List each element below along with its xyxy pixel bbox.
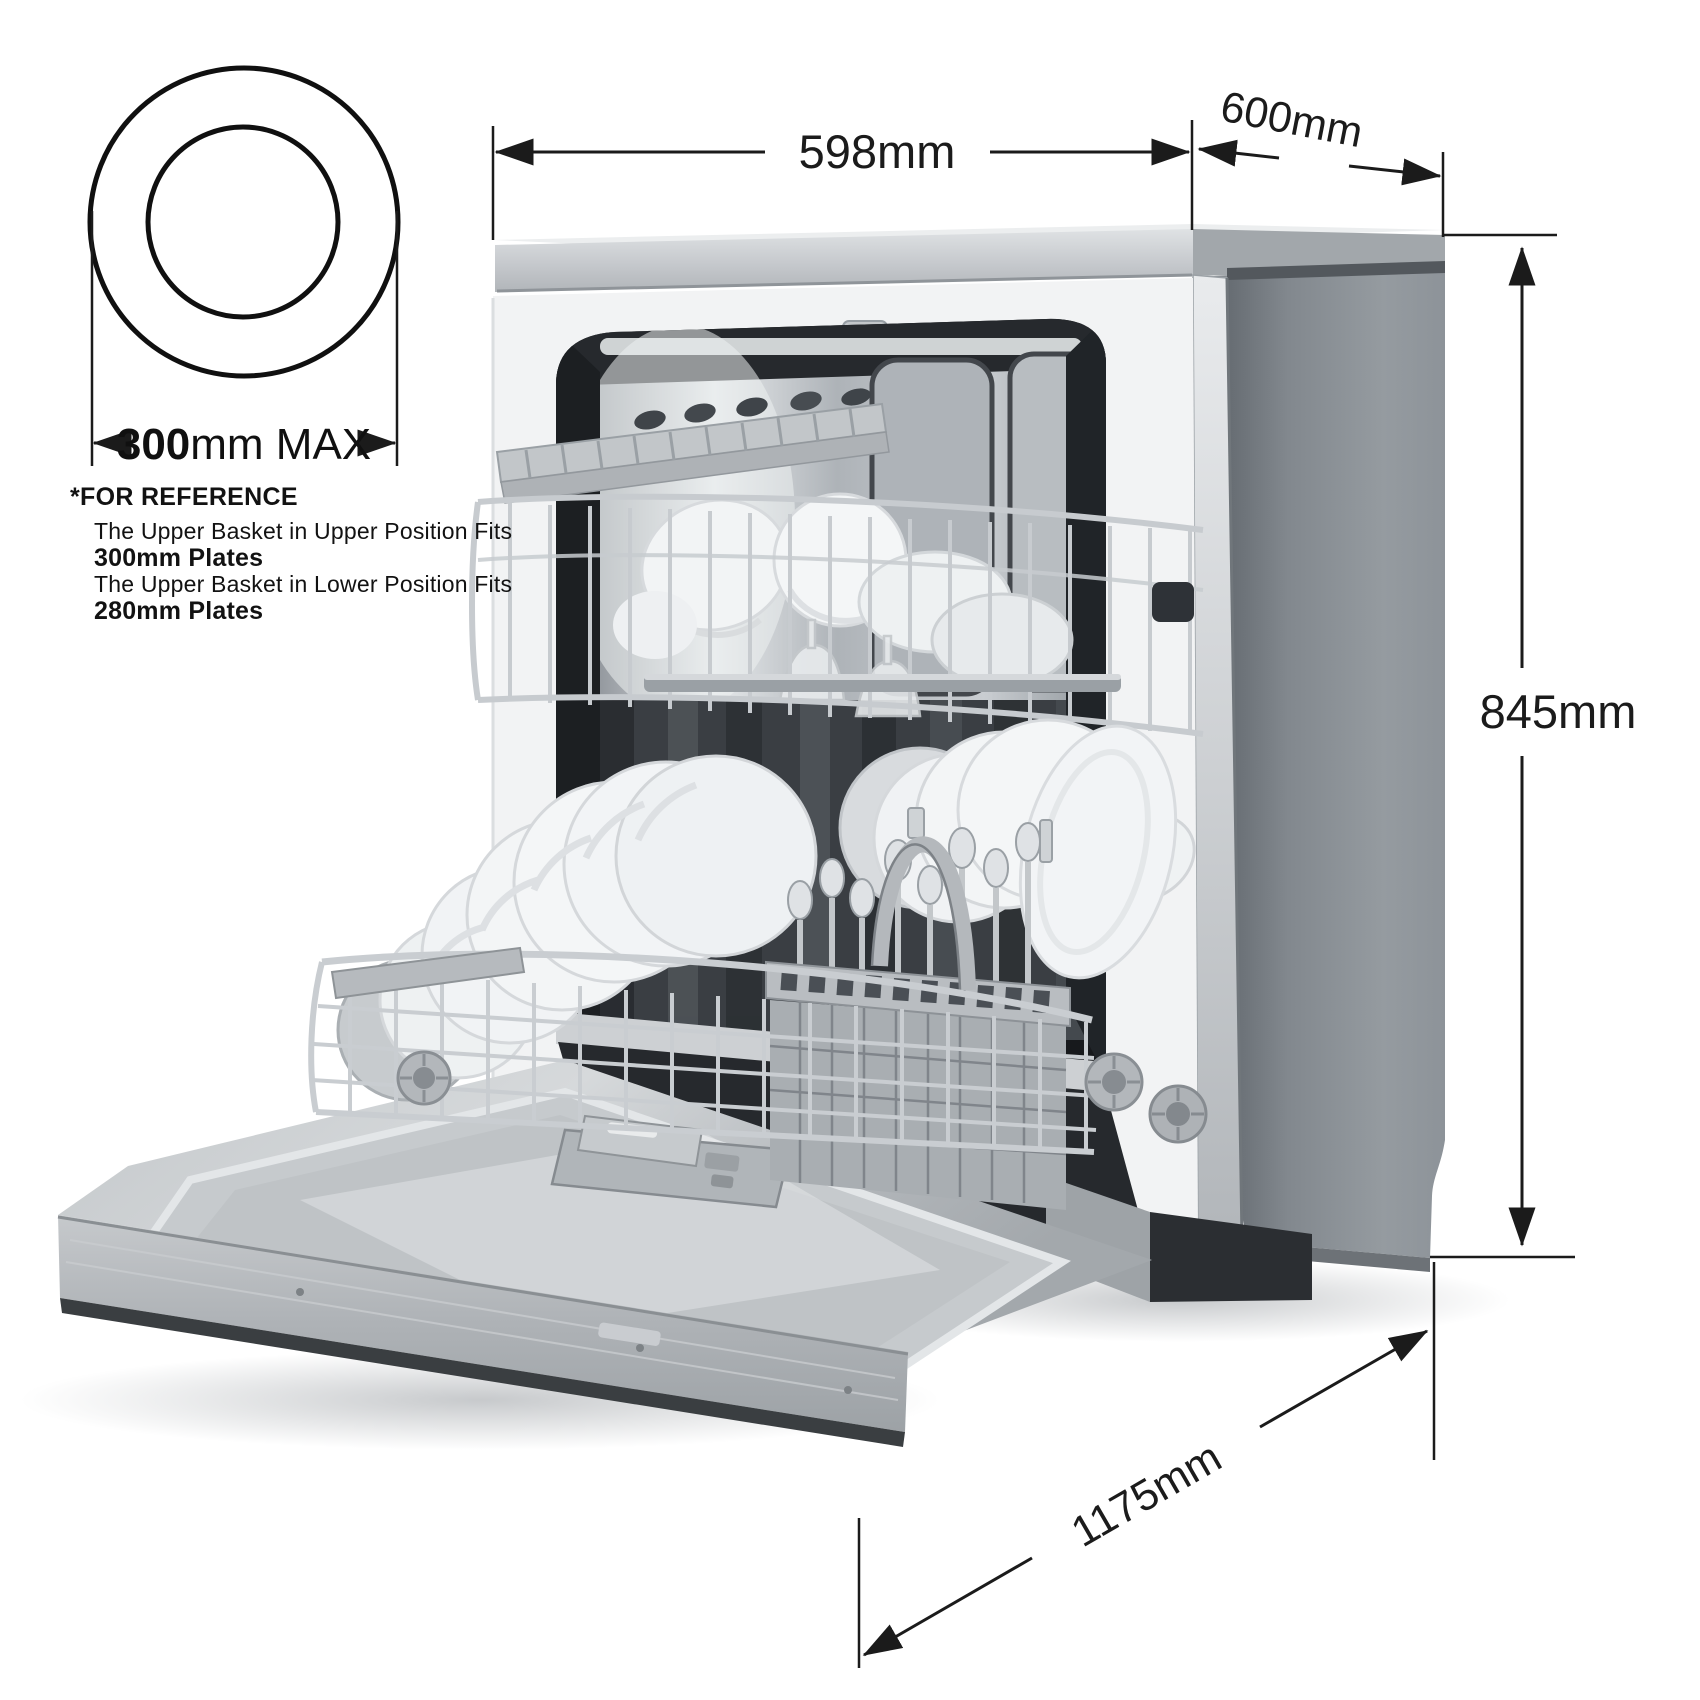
depth-label: 600mm [1217,83,1367,157]
basket-wheels [396,1050,1208,1144]
plate-size-diagram: 300mm MAX [87,65,401,469]
plate-max-unit: mm MAX [190,420,371,469]
open-depth-line-right [1259,1329,1429,1429]
plate-inner-circle [145,124,341,320]
reference-note: *FOR REFERENCE The Upper Basket in Upper… [70,483,550,624]
depth-line-left [1197,139,1280,167]
reference-note-line-2: 300mm Plates [94,543,264,572]
dishwasher-illustration [20,224,1510,1450]
height-label: 845mm [1480,685,1637,738]
corner-shade-line [1225,277,1244,1241]
door-latch-clip [598,1322,661,1346]
door-front-band [58,1215,908,1432]
reference-note-line-1: The Upper Basket in Upper Position Fits [94,518,513,544]
reference-note-line-3: The Upper Basket in Lower Position Fits [94,571,513,597]
dimension-depth: 600mm [1197,83,1445,237]
open-depth-label: 1175mm [1063,1433,1229,1557]
plate-max-value: 300 [117,420,190,469]
door-bottom-edge [60,1298,905,1447]
width-label: 598mm [799,125,956,178]
open-depth-line-left [862,1556,1033,1657]
side-panel [1227,261,1445,1272]
runner-highlight [644,674,1121,680]
countertop [495,224,1445,293]
plate-outer-circle [87,65,401,379]
basket-handle-bar [330,946,526,1000]
dimension-height: 845mm [1430,233,1637,1259]
lower-basket-wires [308,950,1097,1155]
plate-max-label: 300mm MAX [117,420,371,469]
cup-shelf [495,388,890,504]
upper-basket-wires [469,493,1204,737]
depth-line-right [1348,158,1442,186]
lower-basket [308,718,1208,1210]
basket-latch [1152,582,1194,622]
cutlery-basket-handle [872,836,976,991]
reference-note-title: *FOR REFERENCE [70,483,298,511]
reference-note-line-4: 280mm Plates [94,596,264,625]
dimension-width: 598mm [491,120,1194,240]
